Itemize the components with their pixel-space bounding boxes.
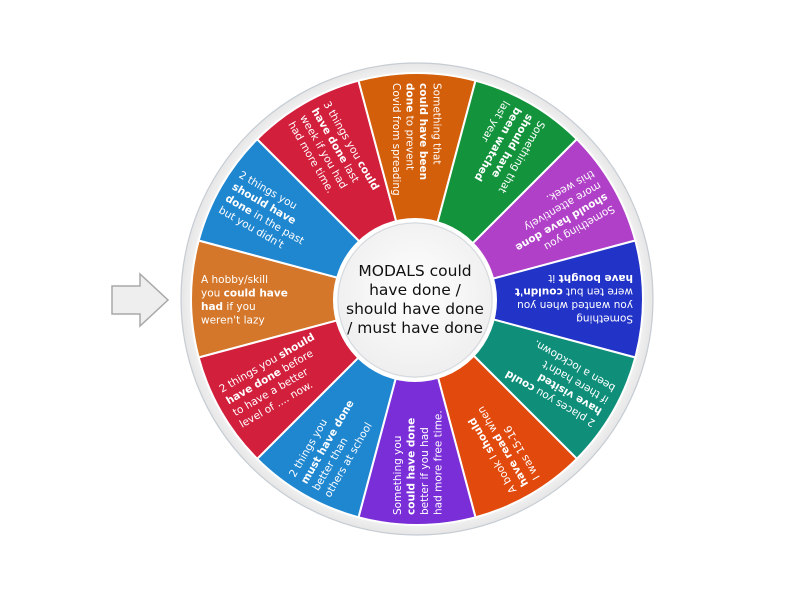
svg-text:Something thatcould have beend: Something thatcould have beendone to pre… xyxy=(390,83,443,196)
arrow-right-icon xyxy=(111,272,170,328)
svg-text:2 places you couldhave visited: 2 places you couldhave visitedif there h… xyxy=(503,333,617,429)
wheel-segment xyxy=(190,239,421,359)
wheel-segment xyxy=(357,295,477,526)
svg-text:Somethingyou wanted when youwe: Somethingyou wanted when youwere ten but… xyxy=(515,272,633,325)
segment-label: Somethingyou wanted when youwere ten but… xyxy=(515,272,633,325)
hub-ring xyxy=(337,222,493,378)
segment-label: 2 places you couldhave visitedif there h… xyxy=(503,333,617,429)
segment-label: Something thatcould have beendone to pre… xyxy=(390,83,443,196)
wheel-segment xyxy=(413,239,644,359)
wheel-segment xyxy=(357,72,477,303)
wheel-center-hub[interactable] xyxy=(333,218,497,382)
